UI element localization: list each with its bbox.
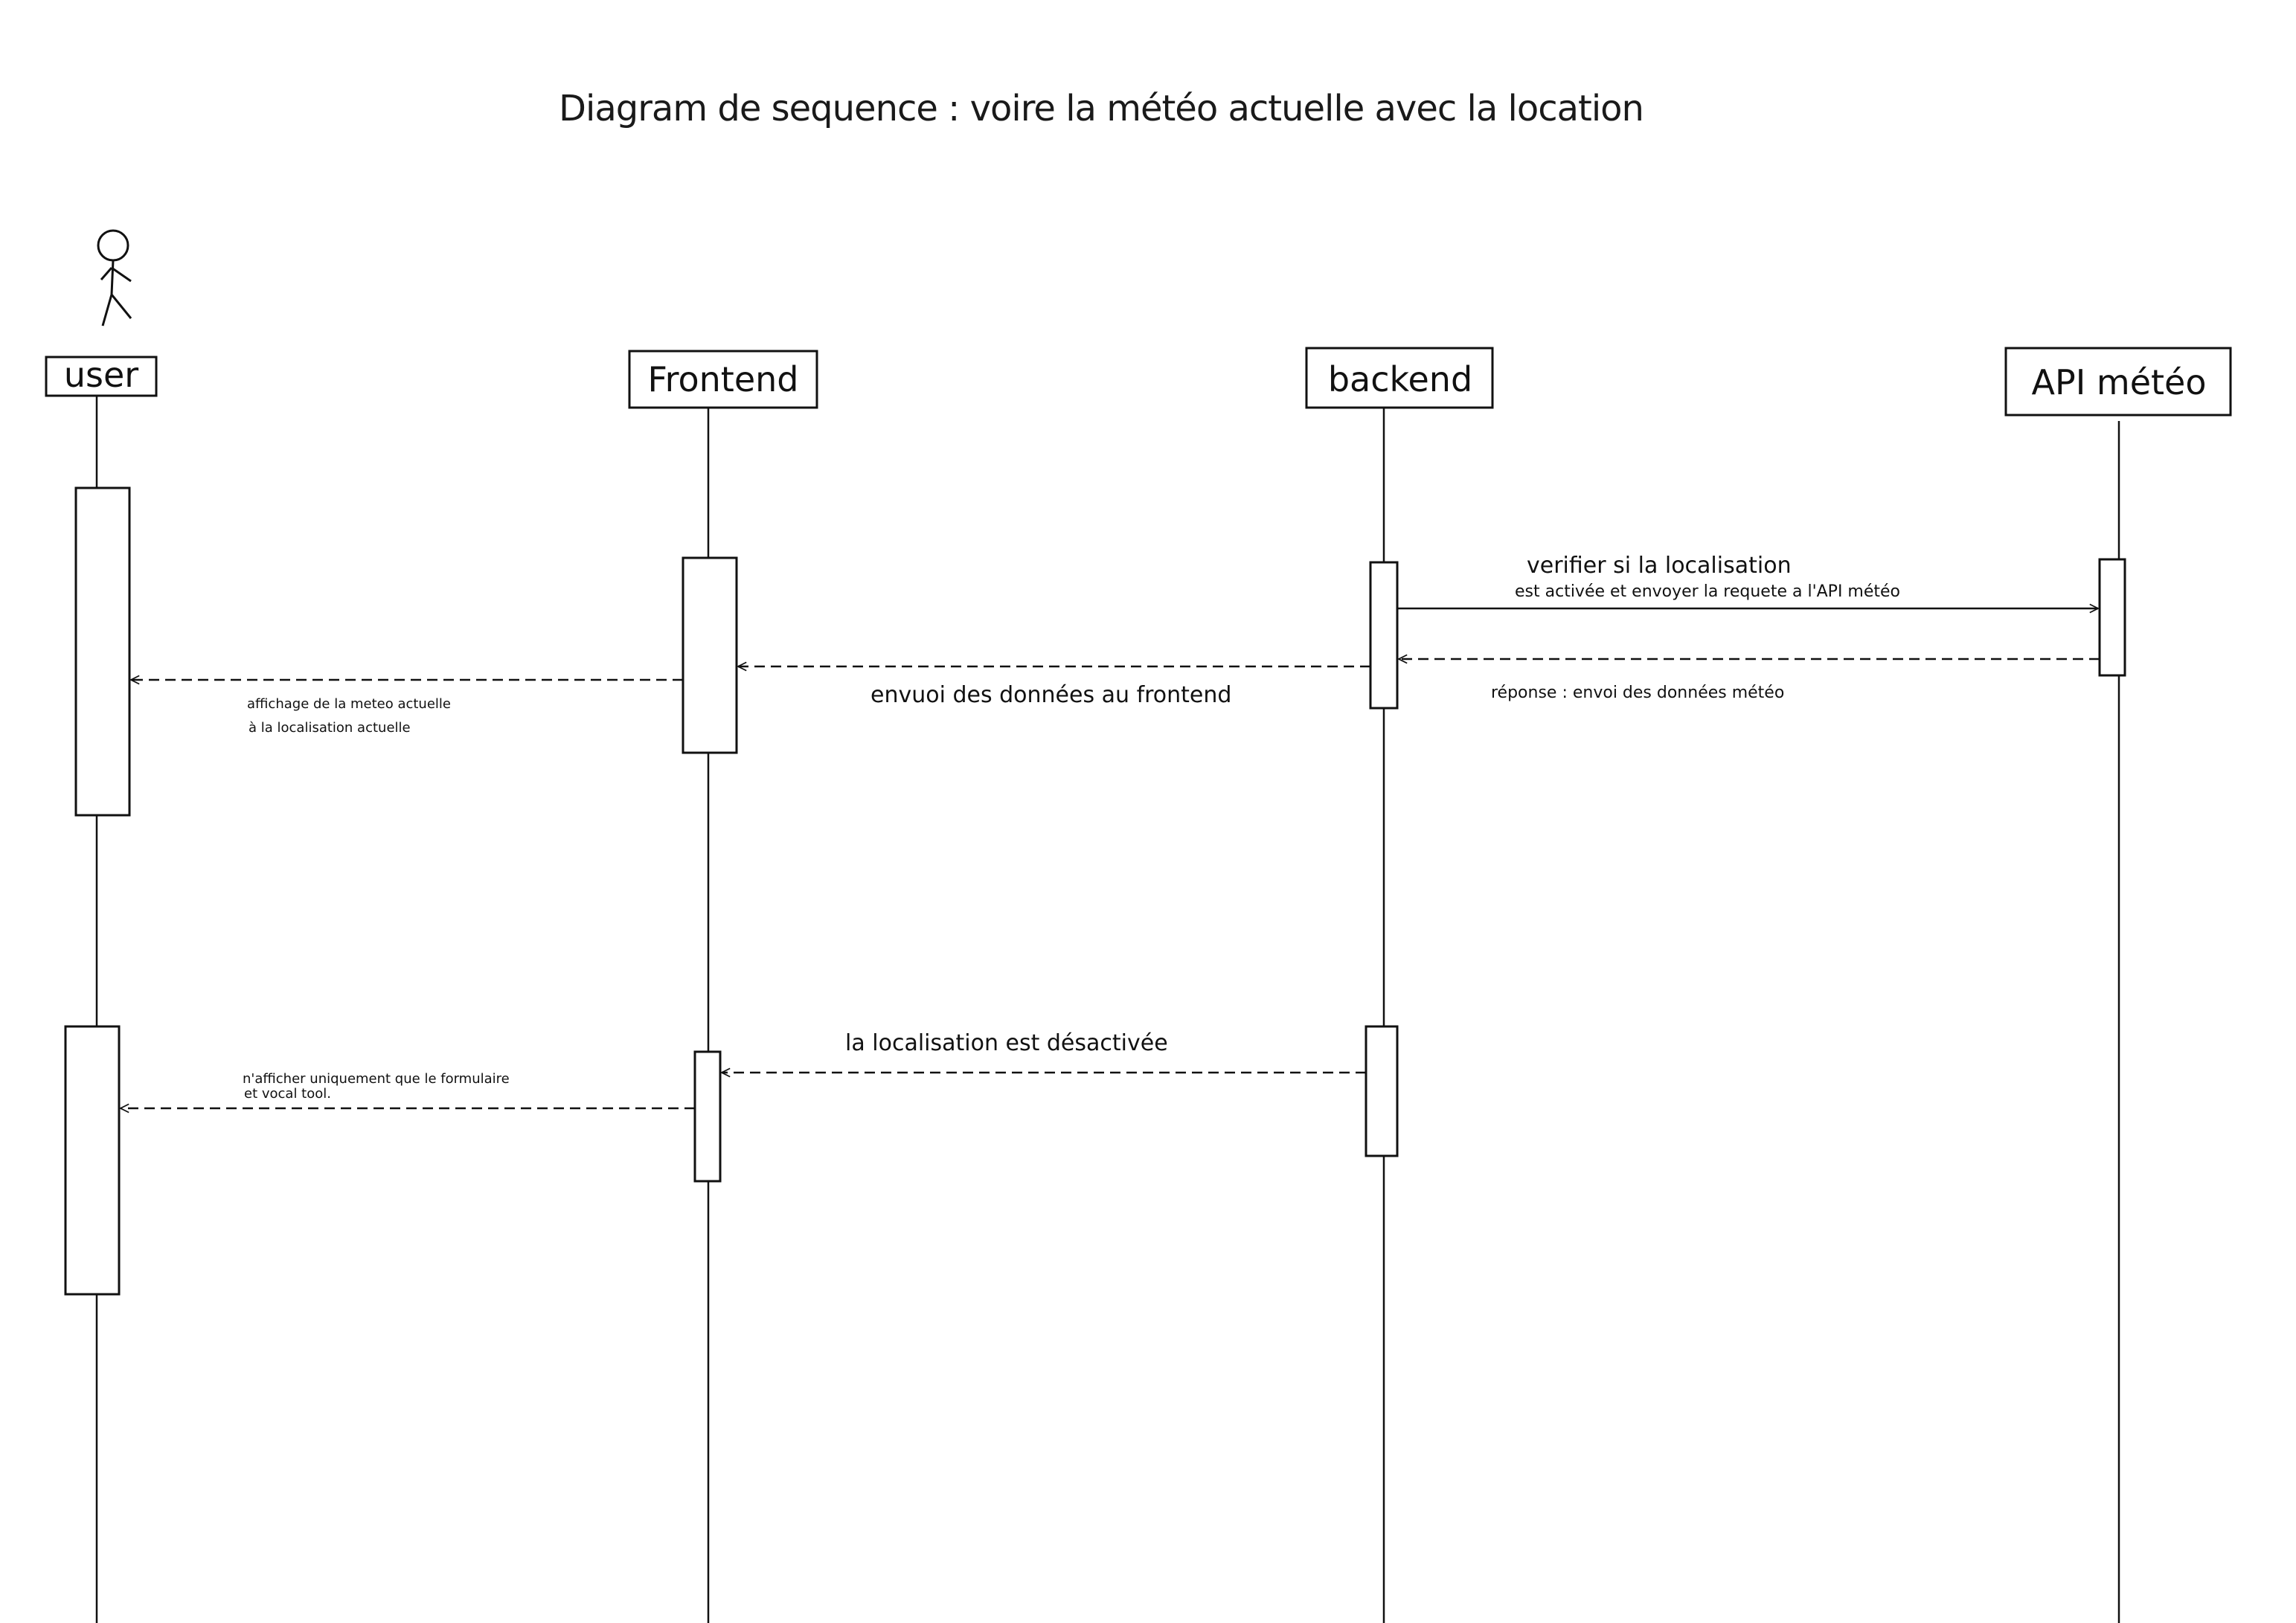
participant-box-backend <box>1305 347 1494 409</box>
actor-stick-figure-icon <box>97 229 132 327</box>
activation-bar-user-1 <box>74 486 131 817</box>
participant-box-user <box>45 356 158 397</box>
participant-label-backend: backend <box>1328 359 1472 399</box>
message-label-backend-to-api-line-1: verifier si la localisation <box>1527 553 1792 579</box>
participant-label-frontend: Frontend <box>647 359 798 399</box>
message-label-frontend-to-user-2-line-2: et vocal tool. <box>244 1086 331 1102</box>
activation-bar-user-2 <box>64 1025 121 1296</box>
participant-label-api: API météo <box>2032 362 2207 402</box>
activation-bar-api-1 <box>2098 558 2126 677</box>
activation-bar-frontend-2 <box>693 1050 722 1183</box>
participant-box-api <box>2004 347 2232 417</box>
message-label-api-to-backend: réponse : envoi des données météo <box>1491 684 1784 702</box>
participant-box-frontend <box>628 350 818 409</box>
activation-bar-backend-1 <box>1369 561 1399 710</box>
message-label-backend-to-frontend-2: la localisation est désactivée <box>845 1030 1168 1056</box>
activation-bar-frontend-1 <box>682 556 738 754</box>
message-label-frontend-to-user-2-line-1: n'afficher uniquement que le formulaire <box>243 1071 510 1087</box>
message-label-backend-to-frontend-1: envuoi des données au frontend <box>870 682 1231 708</box>
activation-bar-backend-2 <box>1365 1025 1399 1157</box>
diagram-title: Diagram de sequence : voire la météo act… <box>559 88 1644 129</box>
message-label-backend-to-api-line-2: est activée et envoyer la requete a l'AP… <box>1515 582 1900 601</box>
participant-label-user: user <box>64 355 138 395</box>
message-label-frontend-to-user-1-line-1: affichage de la meteo actuelle <box>247 696 451 712</box>
message-label-frontend-to-user-1-line-2: à la localisation actuelle <box>248 720 411 736</box>
